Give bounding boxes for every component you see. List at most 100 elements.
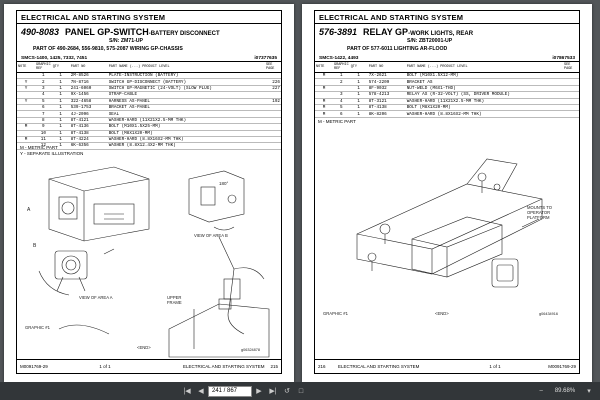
group-part-number: 576-3891 [319,27,358,37]
row-graphic-ref: 6 [35,104,52,112]
catalog-page-right: ELECTRICAL AND STARTING SYSTEM 576-3891 … [302,4,592,382]
footer-page-number: 216 [318,364,326,369]
row-part-name: SWITCH GP-DISCONNECT (BATTERY) [107,78,265,86]
row-graphic-ref: 12 [35,142,52,150]
page-frame: ELECTRICAL AND STARTING SYSTEM 576-3891 … [314,10,580,374]
row-qty: 1 [51,72,70,80]
row-graphic-ref: 7 [35,110,52,118]
document-id: i07867533 [552,56,575,61]
row-qty: 1 [349,104,368,112]
row-graphic-ref: 11 [35,136,52,144]
col-qty: QTY [51,61,70,73]
zoom-out-button[interactable]: − [538,387,544,395]
graphic-number: g06324878 [241,348,260,352]
legend-metric: M - METRIC PART [318,119,356,124]
exploded-view-drawing: A B VIEW OF AREA B 180° VIEW OF AREA A U… [25,166,270,358]
row-part-name: NUT-WELD (M6X1-THD) [405,85,563,93]
row-part-no: 574-2209 [367,78,406,86]
footer-section: ELECTRICAL AND STARTING SYSTEM [338,364,420,369]
row-note: M [315,110,333,118]
row-part-no: 4J-2096 [69,110,108,118]
row-part-name: SWITCH GP-MAGNETIC (24-VOLT) (SLOW PLUG) [107,85,265,93]
row-see-page [265,72,281,80]
legend: M - METRIC PART [318,119,356,125]
row-part-no: 7X-2621 [367,72,406,80]
prev-page-button[interactable]: ◀ [198,388,204,395]
row-part-name: WASHER-HARD (8.8X16X2-MM THK) [405,110,563,118]
row-note: M [315,104,333,112]
legend-metric: M - METRIC PART [20,145,58,150]
row-note [17,91,35,99]
row-part-name: WASHER-HARD (11X21X2.5-MM THK) [107,117,265,125]
fit-page-icon[interactable]: □ [298,387,304,395]
row-part-name: SEAL [107,110,265,118]
last-page-button[interactable]: ▶| [269,388,277,395]
row-qty: 1 [51,78,70,86]
next-page-button[interactable]: ▶ [256,388,262,395]
group-subname: -WORK LIGHTS, REAR [408,31,474,37]
row-see-page [265,110,281,118]
first-page-button[interactable]: |◀ [183,388,191,395]
row-see-page [563,110,579,118]
row-part-no: 8F-9032 [367,85,406,93]
col-see-page: SEE PAGE [563,61,579,73]
col-qty: QTY [349,61,368,73]
page-frame: ELECTRICAL AND STARTING SYSTEM 490-8083 … [16,10,282,374]
zoom-level[interactable]: 89.68% [554,388,576,394]
page-number-input[interactable]: 241 / 867 [208,385,252,397]
page-footer: 216 ELECTRICAL AND STARTING SYSTEM 1 of … [315,359,579,373]
row-see-page [265,130,281,137]
row-graphic-ref: 5 [35,98,52,105]
row-note [315,91,333,99]
row-see-page [265,91,281,99]
row-part-no: 8T-4224 [69,136,108,144]
group-subname: -BATTERY DISCONNECT [148,31,220,37]
row-graphic-ref: 3 [35,85,52,93]
zoom-dropdown-icon[interactable]: ▾ [587,388,591,395]
document-id: i07377635 [254,56,277,61]
system-title: ELECTRICAL AND STARTING SYSTEM [17,11,281,24]
row-part-name: WASHER-HARD (8.8X16X2-MM THK) [107,136,265,144]
row-part-no: 8T-4138 [69,130,108,137]
viewer-toolbar: |◀ ◀ 241 / 867 ▶ ▶| ↺ □ − 89.68% ▾ [0,382,600,400]
row-qty: 1 [51,136,70,144]
row-see-page [563,78,579,86]
row-part-name: BOLT (M8X1X20-MM) [405,104,563,112]
row-part-no: 8K-8206 [367,110,406,118]
col-note: NOTE [17,61,35,73]
row-part-no: 8T-3121 [367,98,406,105]
row-see-page [265,104,281,112]
row-note [17,110,35,118]
row-see-page [563,98,579,105]
footer-section: ELECTRICAL AND STARTING SYSTEM [183,364,265,369]
callout-a: A [27,207,31,213]
footer-media-number: M0091769-29 [20,364,48,369]
group-name: RELAY GP [363,27,409,37]
row-qty: 1 [349,110,368,118]
row-qty: 1 [349,72,368,80]
row-note: M [315,98,333,105]
row-graphic-ref: 4 [35,91,52,99]
row-see-page: 227 [265,85,281,93]
row-part-no: 6K-6356 [69,142,108,150]
col-part-no: PART NO [69,61,108,73]
row-part-name: BOLT (M10X1.5X25-MM) [107,123,265,131]
rotate-icon[interactable]: ↺ [284,388,290,395]
parts-table: NOTE GRAPHIC REF QTY PART NO PART NAME (… [315,61,579,118]
row-note [17,104,35,112]
col-part-name: PART NAME (...) PRODUCT LEVEL [405,61,563,73]
row-note [17,142,35,150]
row-qty: 1 [51,130,70,137]
